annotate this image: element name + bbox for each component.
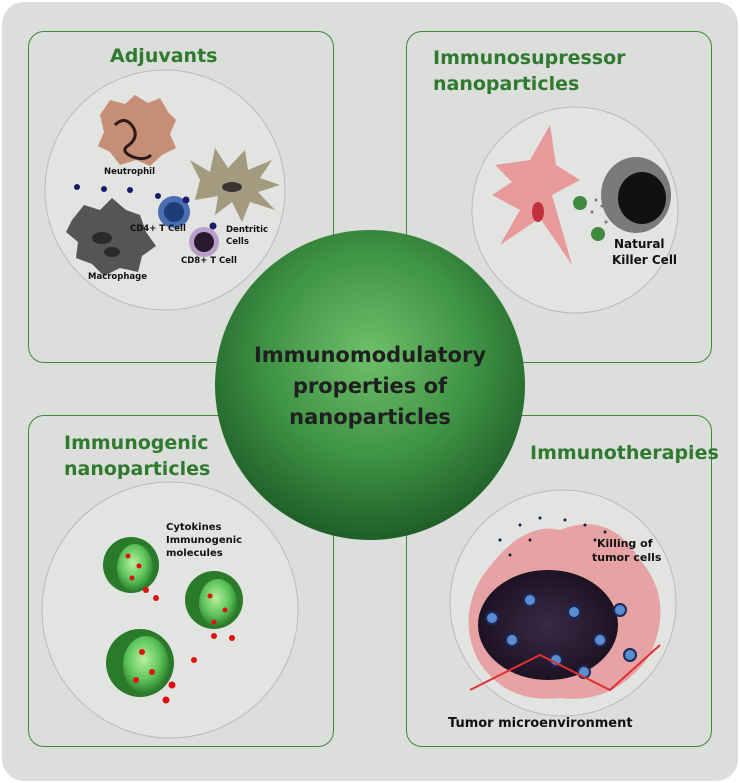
antigen-particles-icon <box>74 184 217 230</box>
center-title-line2: properties of <box>292 374 448 398</box>
immunosuppressor-nanoparticles-icon <box>573 196 608 241</box>
tumor-microenvironment-icon <box>468 516 661 699</box>
center-title-line3: nanoparticles <box>289 405 451 429</box>
cd4-t-cell-icon <box>158 196 190 228</box>
immunosuppressor-title-line1: Immunosupressor <box>433 47 626 69</box>
cytokines-label-line3: molecules <box>166 548 223 559</box>
cd8-t-cell-icon <box>189 227 219 257</box>
tme-label: Tumor microenvironment <box>448 716 633 731</box>
center-title: Immunomodulatory properties of nanoparti… <box>240 340 500 433</box>
nk-label-line2: Killer Cell <box>612 253 678 267</box>
killing-label-line2: tumor cells <box>592 551 662 564</box>
cd8-label: CD8+ T Cell <box>181 256 237 266</box>
adjuvants-panel <box>28 31 334 363</box>
cytokines-label-line2: Immunogenic <box>166 535 243 546</box>
dendritic-cell-icon <box>190 148 280 222</box>
center-title-line1: Immunomodulatory <box>253 343 487 367</box>
immunosuppressor-panel <box>406 31 712 363</box>
nk-label-line1: Natural <box>614 237 665 251</box>
dendritic-label: Dentritic Cells <box>226 225 269 247</box>
suppressed-cell-icon <box>492 125 580 265</box>
cd4-label: CD4+ T Cell <box>130 224 186 234</box>
natural-killer-cell-icon <box>601 157 671 233</box>
immunogenic-panel <box>28 415 334 747</box>
neutrophil-label: Neutrophil <box>104 167 155 177</box>
immunogenic-circle <box>41 481 299 739</box>
immunogenic-title-line1: Immunogenic <box>64 432 209 454</box>
immunotherapies-title: Immunotherapies <box>530 442 719 464</box>
neutrophil-icon <box>98 95 176 166</box>
immunosuppressor-title-line2: nanoparticles <box>433 73 580 95</box>
cytokine-dots-icon <box>125 553 235 704</box>
immunotherapies-panel <box>406 415 712 747</box>
cytokines-label-line1: Cytokines <box>166 522 222 533</box>
center-sphere <box>215 230 525 540</box>
macrophage-icon <box>66 198 156 276</box>
adjuvants-title: Adjuvants <box>110 45 218 67</box>
immunogenic-title-line2: nanoparticles <box>64 458 211 480</box>
macrophage-label: Macrophage <box>88 272 147 282</box>
killing-label-line1: Killing of <box>597 537 653 550</box>
